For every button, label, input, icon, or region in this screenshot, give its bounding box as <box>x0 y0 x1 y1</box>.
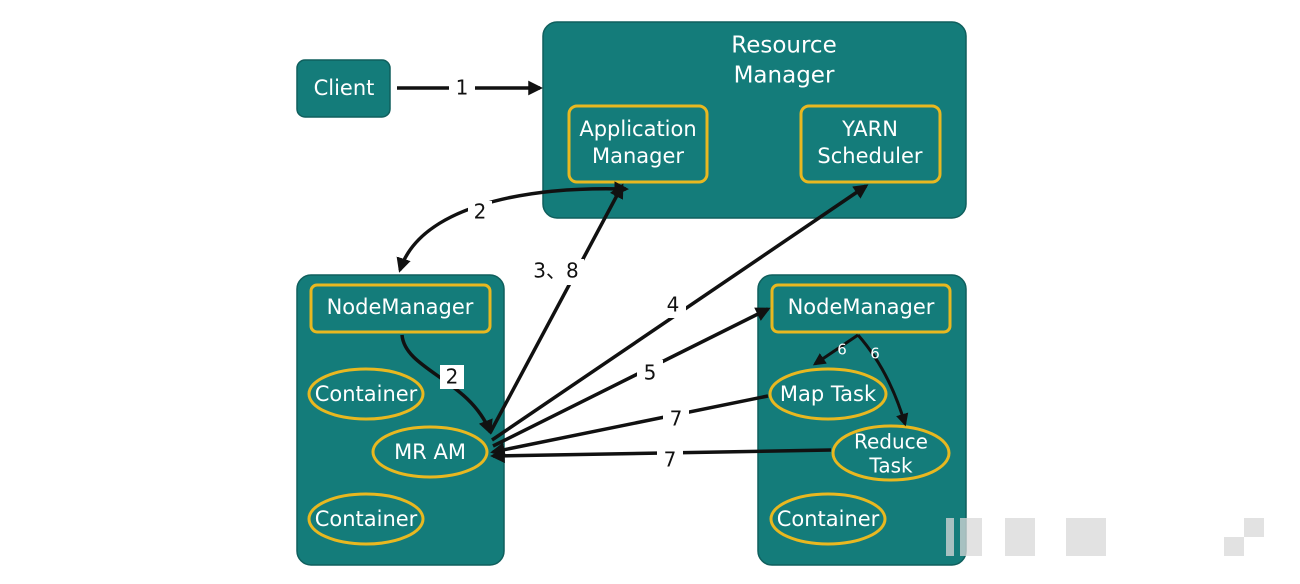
client-label: Client <box>314 76 375 100</box>
resource-manager-title-line1: Resource <box>731 33 836 59</box>
reduce-task-label-line1: Reduce <box>854 430 928 454</box>
map-task-ellipse[interactable] <box>768 367 888 421</box>
yarn-scheduler-box[interactable] <box>799 104 942 184</box>
left-container-2-label: Container <box>315 507 418 531</box>
application-manager-label-line1: Application <box>579 117 696 141</box>
client-box[interactable] <box>296 59 391 118</box>
left-container-2[interactable] <box>307 492 425 546</box>
right-node-manager-label: NodeManager <box>788 295 935 319</box>
step-2-top-label: 2 <box>474 200 487 224</box>
arrow-step-6-left <box>812 333 859 366</box>
reduce-task-label-line2: Task <box>868 454 913 478</box>
step-2-inner-label: 2 <box>446 365 459 389</box>
step-6-left-label: 6 <box>837 341 847 359</box>
step-5-label: 5 <box>644 361 657 385</box>
left-node-manager-box[interactable] <box>309 283 492 334</box>
arrow-step-5 <box>492 307 771 448</box>
left-container-1-label: Container <box>315 382 418 406</box>
step-7-reduce-label: 7 <box>664 448 677 472</box>
arrow-step-2-inner <box>400 334 493 435</box>
resource-manager-title-line2: Manager <box>734 63 835 89</box>
application-manager-label-line2: Manager <box>592 144 684 168</box>
left-node-box <box>296 274 505 566</box>
yarn-scheduler-label-line1: YARN <box>841 117 898 141</box>
right-node-box <box>757 274 967 566</box>
right-container[interactable] <box>769 492 887 546</box>
map-task-label: Map Task <box>780 382 877 406</box>
mr-am-ellipse[interactable] <box>371 425 489 479</box>
step-1-label: 1 <box>456 76 469 100</box>
application-manager-box[interactable] <box>567 104 709 184</box>
arrow-step-6-right <box>856 334 909 427</box>
mr-am-label: MR AM <box>394 440 466 464</box>
left-container-1[interactable] <box>307 367 425 421</box>
arrow-step-3-8 <box>488 183 624 434</box>
step-7-map-label: 7 <box>670 407 683 431</box>
step-3-8-label: 3、8 <box>533 259 578 283</box>
step-6-right-label: 6 <box>870 345 880 363</box>
right-node-manager-box[interactable] <box>770 283 952 334</box>
right-container-label: Container <box>777 507 880 531</box>
arrow-step-7-map <box>490 394 769 457</box>
yarn-scheduler-label-line2: Scheduler <box>817 144 922 168</box>
left-node-manager-label: NodeManager <box>327 295 474 319</box>
reduce-task-ellipse[interactable] <box>831 424 951 482</box>
step-4-label: 4 <box>667 293 680 317</box>
watermark-graphic <box>946 518 1264 556</box>
